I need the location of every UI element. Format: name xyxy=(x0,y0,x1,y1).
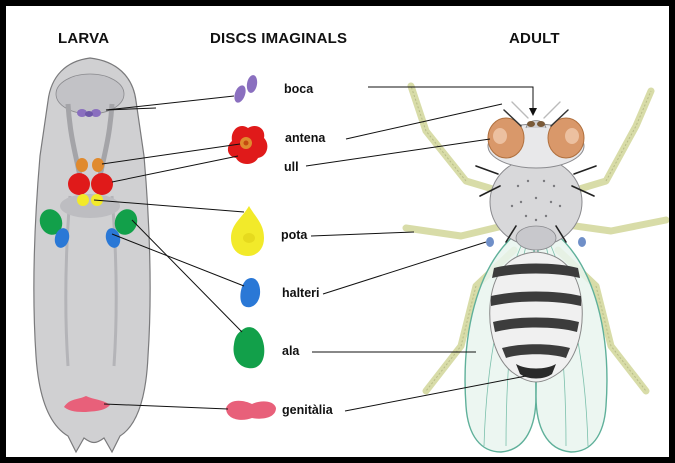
disc-leg xyxy=(231,206,264,256)
label-boca: boca xyxy=(284,82,313,96)
larva-antenna-disc xyxy=(76,158,88,172)
disc-wing xyxy=(234,327,265,368)
label-antena: antena xyxy=(285,131,325,145)
adult-fly-illustration xyxy=(406,86,666,452)
label-pota: pota xyxy=(281,228,307,242)
larva-eye-disc xyxy=(68,173,90,195)
disc-mouth xyxy=(232,84,248,104)
label-genitalia: genitàlia xyxy=(282,403,333,417)
diagram-frame: LARVA DISCS IMAGINALS ADULT xyxy=(6,6,669,457)
label-ala: ala xyxy=(282,344,299,358)
fly-haltere-left xyxy=(486,237,494,247)
larva-illustration xyxy=(34,58,150,452)
diagram-drawing xyxy=(6,6,669,457)
disc-haltere xyxy=(240,278,260,307)
label-halteri: halteri xyxy=(282,286,320,300)
label-ull: ull xyxy=(284,160,299,174)
larva-leg-disc xyxy=(77,194,89,206)
imaginal-discs xyxy=(226,74,276,420)
larva-body xyxy=(34,58,150,452)
disc-genital xyxy=(226,401,276,420)
